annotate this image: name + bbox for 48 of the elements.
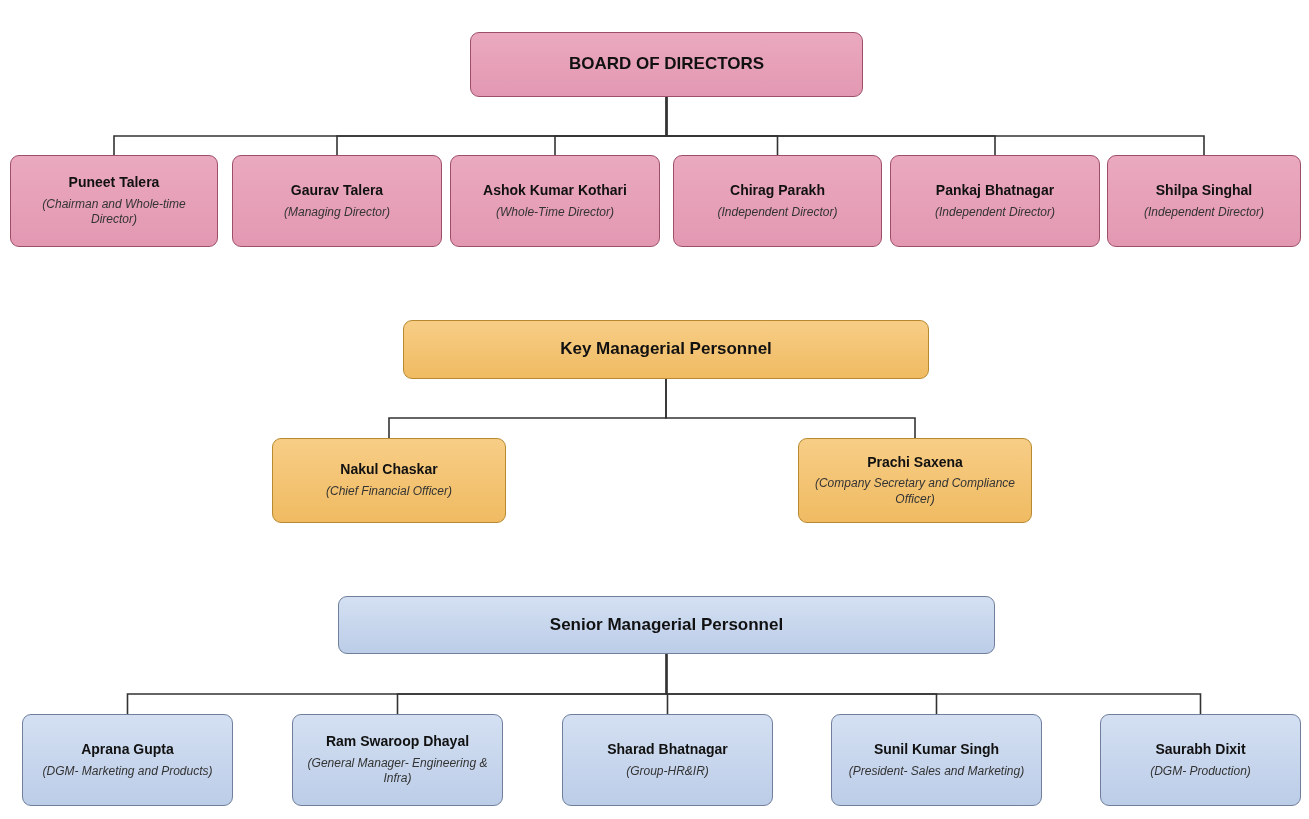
org-box bbox=[673, 155, 882, 247]
role-title: (DGM- Production) bbox=[1150, 763, 1251, 780]
org-box bbox=[10, 155, 218, 247]
person-name: Senior Managerial Personnel bbox=[549, 614, 784, 636]
person-name: Saurabh Dixit bbox=[1155, 740, 1246, 758]
role-title: (Managing Director) bbox=[283, 204, 390, 221]
person-name: Ram Swaroop Dhayal bbox=[325, 733, 470, 750]
role-title: (Independent Director) bbox=[934, 204, 1056, 221]
org-box bbox=[338, 596, 995, 654]
org-box bbox=[403, 320, 929, 379]
person-name: Sharad Bhatnagar bbox=[607, 740, 728, 758]
person-name: Chirag Parakh bbox=[730, 181, 825, 199]
role-title: (General Manager- Engineering & Infra) bbox=[306, 755, 489, 787]
connector-line bbox=[665, 96, 1205, 156]
person-name: Prachi Saxena bbox=[867, 453, 963, 471]
role-title: (Chief Financial Officer) bbox=[325, 484, 452, 500]
role-title: (President- Sales and Marketing) bbox=[848, 763, 1025, 780]
org-box bbox=[890, 155, 1100, 247]
org-box bbox=[450, 155, 660, 247]
org-box bbox=[798, 438, 1032, 523]
role-title: (Independent Director) bbox=[717, 204, 838, 221]
role-title: (DGM- Marketing and Products) bbox=[42, 763, 213, 780]
org-box bbox=[1107, 155, 1301, 247]
role-title: (Chairman and Whole-time Director) bbox=[41, 196, 187, 228]
org-box bbox=[562, 714, 773, 806]
org-box bbox=[232, 155, 442, 247]
org-box bbox=[272, 438, 506, 523]
person-name: Aprana Gupta bbox=[81, 740, 174, 758]
org-box bbox=[470, 32, 863, 97]
role-title: (Whole-Time Director) bbox=[496, 204, 614, 221]
connector-line bbox=[665, 378, 916, 439]
person-name: Pankaj Bhatnagar bbox=[935, 181, 1055, 199]
person-name: Sunil Kumar Singh bbox=[873, 740, 1000, 758]
person-name: Nakul Chaskar bbox=[340, 461, 438, 479]
connector-line bbox=[665, 653, 1202, 715]
role-title: (Company Secretary and Compliance Officer) bbox=[813, 476, 1017, 508]
person-name: BOARD OF DIRECTORS bbox=[568, 54, 765, 75]
person-name: Key Managerial Personnel bbox=[560, 339, 772, 360]
role-title: (Independent Director) bbox=[1143, 204, 1265, 221]
person-name: Ashok Kumar Kothari bbox=[483, 181, 627, 199]
org-box bbox=[22, 714, 233, 806]
org-box bbox=[831, 714, 1042, 806]
person-name: Puneet Talera bbox=[68, 174, 160, 191]
person-name: Shilpa Singhal bbox=[1155, 181, 1253, 199]
person-name: Gaurav Talera bbox=[290, 181, 384, 199]
org-box bbox=[1100, 714, 1301, 806]
org-box bbox=[292, 714, 503, 806]
role-title: (Group-HR&IR) bbox=[626, 763, 709, 780]
